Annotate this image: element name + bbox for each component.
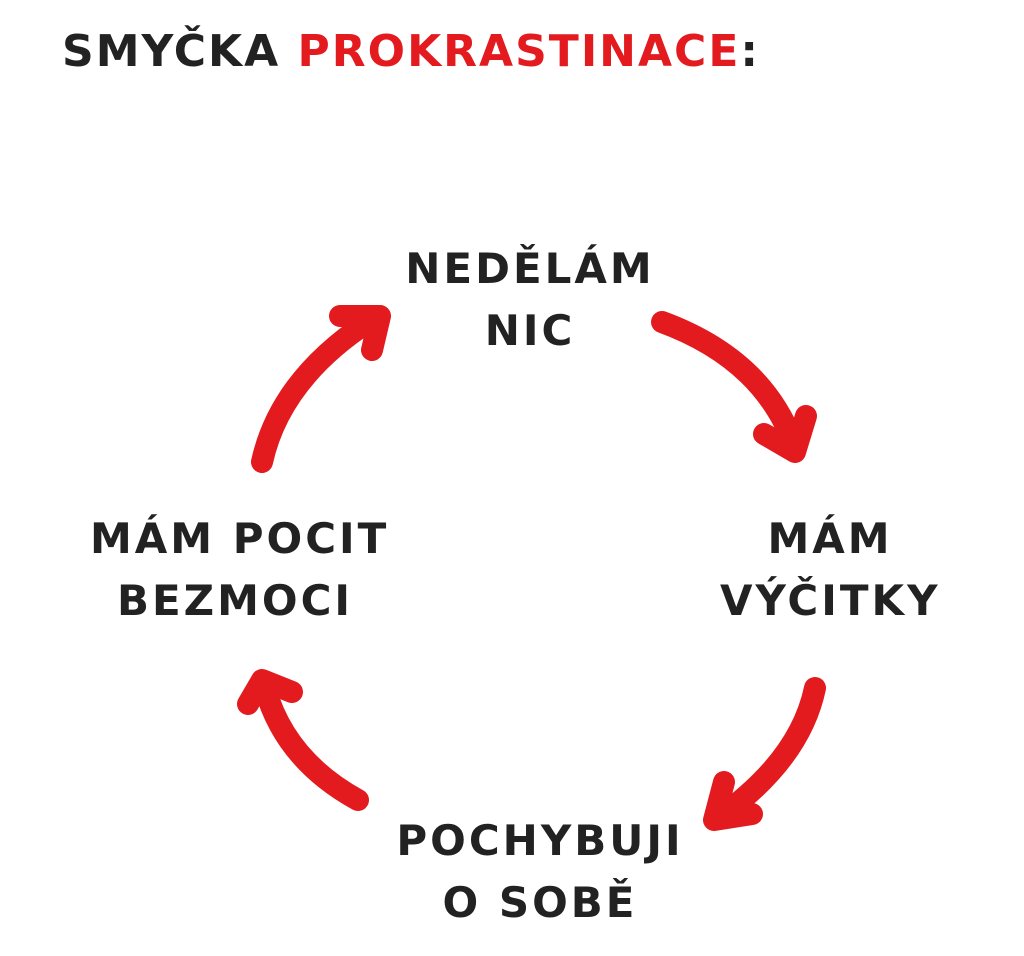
cycle-node-top: NEDĚLÁM NIC [400, 238, 660, 362]
arrow-top-to-right [651, 311, 817, 463]
node-bottom-line2: O SOBĚ [442, 878, 638, 927]
node-left-line1: MÁM POCIT [90, 514, 390, 563]
node-top-line2: NIC [484, 306, 576, 355]
arrow-bottom-to-left [237, 669, 369, 811]
arrow-right-to-bottom [703, 677, 826, 831]
page-title: SMYČKA PROKRASTINACE: [62, 26, 760, 78]
node-right-line1: MÁM [767, 514, 893, 563]
node-right-line2: VÝČITKY [720, 576, 941, 625]
title-highlight: PROKRASTINACE [297, 26, 741, 77]
arrow-left-to-top [251, 305, 391, 473]
node-left-line2: BEZMOCI [116, 576, 354, 625]
cycle-node-left: MÁM POCIT BEZMOCI [90, 508, 390, 632]
node-top-line1: NEDĚLÁM [405, 244, 655, 293]
title-suffix: : [740, 26, 761, 77]
cycle-node-bottom: POCHYBUJI O SOBĚ [380, 810, 700, 934]
title-prefix: SMYČKA [62, 26, 281, 77]
node-bottom-line1: POCHYBUJI [396, 816, 684, 865]
cycle-node-right: MÁM VÝČITKY [720, 508, 940, 632]
